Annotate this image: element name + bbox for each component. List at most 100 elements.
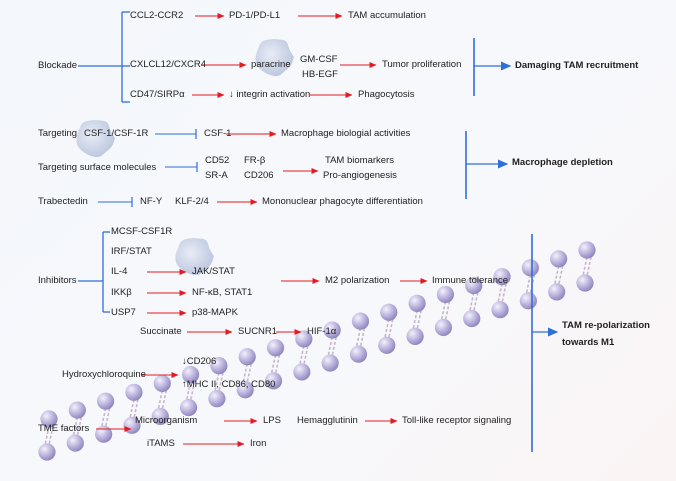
lipid-tail-1 (582, 256, 588, 277)
lipid-head-bottom (491, 301, 509, 319)
lipid-head-bottom (548, 283, 566, 301)
blockade-label: Blockade (38, 60, 78, 71)
macrophage-blob (175, 238, 214, 276)
lipid-tail-1 (44, 425, 50, 446)
cd47-sirpa: CD47/SIRPα (130, 89, 185, 100)
macrophage-blob (76, 120, 115, 158)
lipid-head-top (153, 374, 171, 393)
lipid-head-top (351, 312, 370, 330)
towards-m1: towards M1 (562, 337, 615, 348)
lipid-tail-1 (242, 363, 248, 383)
lipid-head-bottom (434, 318, 453, 337)
lipid-tail-1 (299, 345, 305, 366)
m2-polarization: M2 polarization (325, 275, 390, 286)
cxcl12-cxcr4: CXLCL12/CXCR4 (130, 59, 207, 70)
lipid-tail-1 (384, 319, 390, 339)
lipid-head-bottom (208, 390, 226, 408)
lipid-head-bottom (321, 354, 339, 372)
macrophage-blob (255, 39, 294, 77)
lipid-tail-2 (331, 336, 337, 357)
lipid-head-top (578, 241, 596, 259)
lipid-tail-2 (388, 319, 394, 339)
hemagglutinin: Hemagglutinin (297, 415, 358, 426)
lipid-tail-2 (557, 265, 564, 286)
lipid-head-bottom (236, 381, 254, 399)
macrophage-blobs (76, 39, 294, 276)
lipid-tail-1 (327, 336, 333, 357)
lipid-head-top (550, 250, 568, 268)
lipid-head-top (493, 268, 511, 286)
il-4: IL-4 (111, 266, 128, 277)
lipid-tail-1 (129, 399, 135, 419)
lipid-tail-2 (444, 301, 451, 321)
lipid-tail-2 (303, 345, 309, 366)
lipid-head-bottom (406, 327, 424, 345)
damaging-tam-recruitment: Damaging TAM recruitment (515, 60, 639, 71)
lipid-head-top (238, 348, 256, 366)
lipid-tail-1 (412, 310, 418, 330)
lipid-tail-2 (586, 256, 592, 277)
lipid-head-top (465, 276, 483, 295)
mononuclear-differentiation: Mononuclear phagocyte differentiation (262, 196, 423, 207)
lipid-head-bottom (293, 363, 311, 381)
lipid-tail-2 (359, 327, 366, 348)
cd206: CD206 (244, 170, 274, 181)
lipid-tail-2 (501, 283, 507, 303)
targeting-surface-molecules: Targeting surface molecules (38, 162, 157, 173)
lipid-tail-2 (48, 425, 54, 446)
hb-egf: HB-EGF (302, 69, 338, 80)
lipid-head-bottom (349, 345, 368, 363)
lipid-head-top (380, 303, 398, 321)
lipid-tail-2 (472, 292, 479, 312)
integrin-activation: ↓ integrin activation (229, 89, 311, 100)
pd1-pdl1: PD-1/PD-L1 (229, 10, 281, 21)
lipid-tail-2 (246, 363, 252, 383)
lipid-tail-1 (440, 301, 447, 321)
lipid-tail-1 (355, 327, 362, 348)
jak-stat: JAK/STAT (192, 266, 235, 277)
macrophage-depletion: Macrophage depletion (512, 157, 613, 168)
itams: iTAMS (147, 438, 175, 449)
immune-tolerance: Immune tolerance (432, 275, 509, 286)
tam-repolarization: TAM re-polarization (562, 320, 650, 331)
lipid-tail-1 (270, 354, 277, 375)
lipid-tail-2 (76, 416, 83, 437)
lipid-head-top (68, 401, 86, 419)
ikk-beta: IKKβ (111, 287, 132, 298)
lipid-tail-2 (104, 408, 111, 428)
tme-factors: TME factors (38, 423, 90, 434)
mcsf-csf1r: MCSF-CSF1R (111, 226, 173, 237)
lipid-bilayer-illustration (38, 241, 596, 461)
targeting-label: Targeting (38, 128, 78, 139)
lipid-head-bottom (519, 292, 537, 310)
lipid-head-bottom (179, 398, 198, 417)
lipid-tail-2 (274, 354, 281, 375)
lipid-head-top (266, 339, 285, 357)
lipid-head-bottom (576, 274, 594, 292)
lipid-head-top (210, 357, 228, 375)
lipid-head-top (323, 321, 341, 339)
tumor-proliferation: Tumor proliferation (382, 59, 462, 70)
lipid-head-top (125, 383, 143, 401)
fr-beta: FR-β (244, 155, 266, 166)
lipid-tail-1 (468, 292, 475, 312)
lipid-tail-1 (497, 283, 503, 303)
lipid-tail-2 (133, 399, 139, 419)
pro-angiogenesis: Pro-angiogenesis (323, 170, 397, 181)
iron: Iron (250, 438, 267, 449)
sr-a: SR-A (205, 170, 228, 181)
lipid-tail-1 (525, 274, 532, 294)
cd206-down: ↓CD206 (182, 356, 217, 367)
cd52: CD52 (205, 155, 230, 166)
succinate: Succinate (140, 326, 182, 337)
usp7: USP7 (111, 307, 136, 318)
hydroxychloroquine: Hydroxychloroquine (62, 369, 146, 380)
lipid-tail-1 (553, 265, 560, 286)
trabectedin: Trabectedin (38, 196, 88, 207)
tam-biomarkers: TAM biomarkers (325, 155, 394, 166)
lipid-head-bottom (463, 309, 481, 328)
csf-1: CSF-1 (204, 128, 232, 139)
lipid-tail-2 (416, 310, 422, 330)
